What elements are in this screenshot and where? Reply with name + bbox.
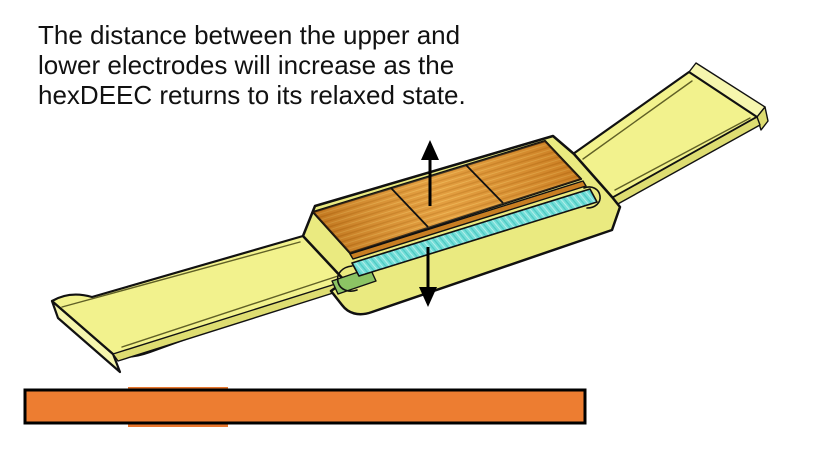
upper-electrode-near-face <box>349 180 587 260</box>
caption-text: The distance between the upper and lower… <box>38 20 466 110</box>
right-strap-far-crease <box>582 80 693 160</box>
frame-slot-right-end <box>583 186 601 209</box>
right-strap <box>571 62 769 206</box>
up-arrow-head <box>421 140 439 160</box>
lower-electrode <box>351 188 598 277</box>
central-unit <box>301 134 622 316</box>
state-bar <box>23 388 587 425</box>
frame-slot-left-end <box>336 265 358 292</box>
down-arrow-icon <box>419 247 437 307</box>
upper-electrode-divider-2 <box>465 164 504 204</box>
state-bar-group <box>23 387 587 427</box>
right-strap-near-crease <box>614 117 751 191</box>
upper-electrode-divider-1 <box>390 187 429 228</box>
down-arrow-head <box>419 287 437 307</box>
left-strap <box>50 234 350 374</box>
left-strap-far-crease <box>61 241 301 308</box>
left-strap-near-crease <box>121 275 339 348</box>
up-arrow-icon <box>421 140 439 206</box>
upper-electrode-shading <box>313 141 581 253</box>
